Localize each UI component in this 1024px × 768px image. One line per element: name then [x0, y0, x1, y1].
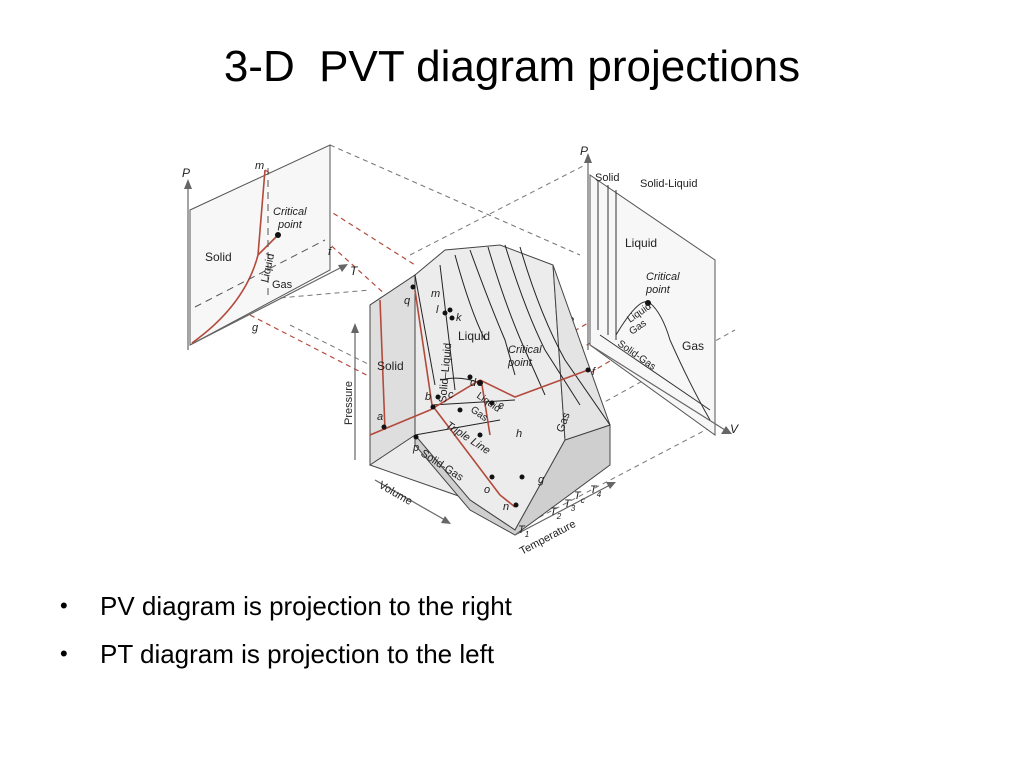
surface-point-d: d	[470, 377, 477, 389]
surface-point-p: p	[412, 442, 419, 454]
surface-point-g: g	[538, 474, 545, 486]
surface-t4-label: T4	[590, 484, 602, 499]
pv-v-axis	[589, 344, 726, 431]
pt-point-g: g	[252, 322, 259, 334]
pt-critical-point	[275, 232, 281, 238]
surface-point-f: f	[592, 366, 596, 378]
surface-point-a: a	[377, 411, 383, 423]
surface-t3-label: T3	[564, 498, 576, 513]
surface-point-b: b	[425, 391, 431, 403]
pt-solid-label: Solid	[205, 250, 232, 264]
pvt-diagram: P T Solid Liquid Gas Critical point m f …	[170, 135, 750, 565]
slide-title: 3-D PVT diagram projections	[223, 42, 801, 91]
surface-temperature-axis	[514, 484, 611, 536]
pt-axis-p-label: P	[182, 166, 190, 180]
pt-point-m: m	[255, 160, 264, 172]
surface-point-m: m	[431, 288, 440, 300]
pt-critical-label-2: point	[277, 219, 303, 231]
surface-critical-label-2: point	[507, 357, 533, 369]
bullet-item: • PT diagram is projection to the left	[60, 630, 512, 678]
surface-pressure-arrow-icon	[351, 323, 359, 333]
surface-point-e: e	[498, 400, 504, 412]
pt-p-arrow-icon	[184, 179, 192, 189]
surface-volume-axis-label: Volume	[377, 479, 415, 508]
pv-v-arrow-icon	[721, 426, 732, 434]
surface-critical-point	[477, 380, 483, 386]
surface-pressure-axis-label: Pressure	[343, 381, 355, 425]
surface-solid-label: Solid	[377, 359, 404, 373]
pt-axis-t-label: T	[350, 264, 359, 278]
bullet-dot: •	[60, 593, 68, 618]
pv-critical-label-1: Critical	[646, 271, 680, 283]
surface-tc-label: Tc	[574, 490, 585, 505]
surface-point-n: n	[503, 501, 509, 513]
surface-liquid-label: Liquid	[458, 329, 490, 343]
pt-point-f: f	[328, 246, 332, 258]
surface-point-k: k	[456, 312, 462, 324]
bullet-text: PV diagram is projection to the right	[100, 591, 512, 621]
pv-critical-point	[645, 300, 651, 306]
surface-point-l: l	[436, 304, 439, 316]
pv-liquid-label: Liquid	[625, 236, 657, 250]
surface-volume-axis	[374, 479, 446, 521]
pt-t-arrow-icon	[338, 264, 348, 272]
pv-gas-label: Gas	[682, 339, 704, 353]
surface-point-h: h	[516, 428, 522, 440]
pv-axis-p-label: P	[580, 144, 588, 158]
surface-t1-label: T1	[518, 524, 529, 539]
pt-panel: P T Solid Liquid Gas Critical point m f …	[182, 144, 359, 350]
pv-panel: P V Solid Solid-Liquid Liquid Critical p…	[568, 144, 739, 436]
pt-critical-label-1: Critical	[273, 206, 307, 218]
pt-liquid-label: Liquid	[259, 252, 277, 283]
surface-temperature-arrow-icon	[606, 482, 616, 489]
bullet-list: • PV diagram is projection to the right •…	[60, 582, 512, 678]
pv-p-arrow-icon	[584, 153, 592, 163]
pvt-surface: Solid Solid–Liquid Liquid Critical point…	[343, 244, 616, 558]
bullet-dot: •	[60, 641, 68, 666]
bullet-text: PT diagram is projection to the left	[100, 639, 495, 669]
surface-point-c: c	[448, 389, 454, 401]
pvt-diagram-svg: P T Solid Liquid Gas Critical point m f …	[182, 144, 739, 558]
pv-axis-v-label: V	[730, 422, 739, 436]
bullet-item: • PV diagram is projection to the right	[60, 582, 512, 630]
pt-t-axis	[189, 266, 343, 346]
surface-solid-liquid-label: Solid–Liquid	[437, 343, 454, 404]
pv-solid-label: Solid	[595, 172, 619, 184]
surface-volume-arrow-icon	[441, 516, 451, 524]
surface-critical-label-1: Critical	[508, 344, 542, 356]
pt-gas-label: Gas	[272, 279, 293, 291]
pv-critical-label-2: point	[645, 284, 671, 296]
pv-solid-liquid-label: Solid-Liquid	[640, 178, 697, 190]
surface-point-q: q	[404, 295, 411, 307]
surface-point-o: o	[484, 484, 490, 496]
surface-t2-label: T2	[550, 506, 562, 521]
